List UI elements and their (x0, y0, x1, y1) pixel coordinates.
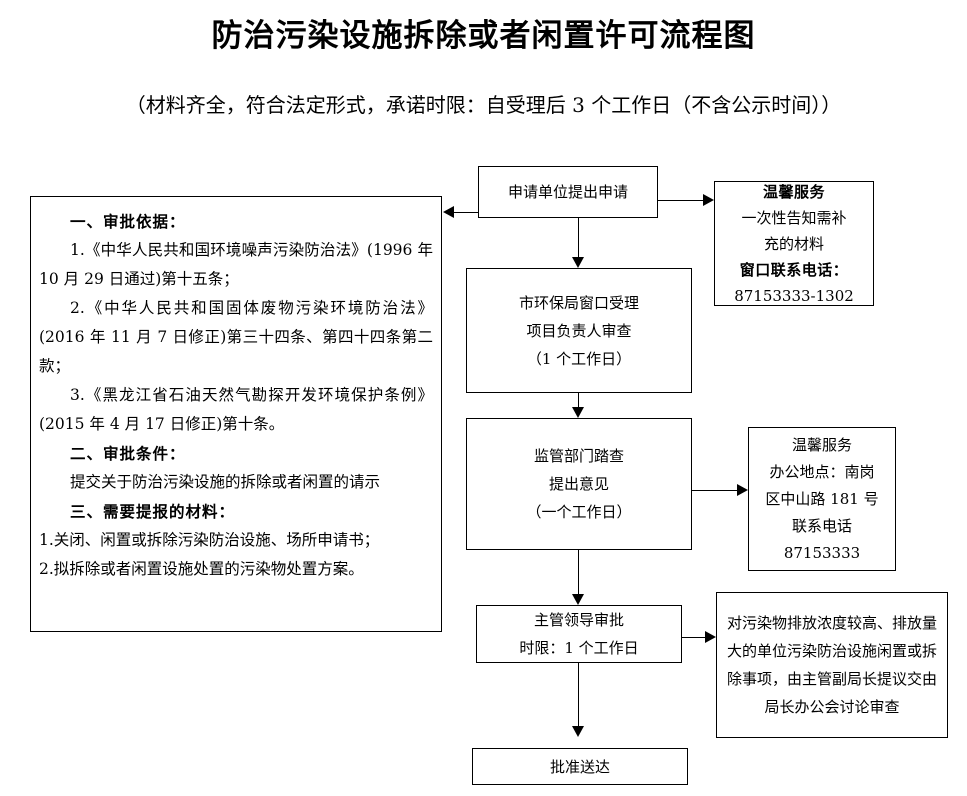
flow-node-apply: 申请单位提出申请 (478, 166, 658, 218)
service-office-title: 温馨服务 (791, 435, 852, 454)
service-window-title: 温馨服务 (762, 182, 825, 201)
connector-survey-to-service-office (692, 490, 737, 491)
connector-apply-to-service-window (658, 200, 703, 201)
material-item-1: 1.关闭、闲置或拆除污染防治设施、场所申请书； (39, 531, 380, 549)
special-review-note-box: 对污染物排放浓度较高、排放量大的单位污染防治设施闲置或拆除事项，由主管副局长提议… (716, 592, 948, 738)
arrowhead-leader-to-note (705, 631, 716, 643)
basis-item-2: 2.《中华人民共和国固体废物污染环境防治法》(2016 年 11 月 7 日修正… (39, 299, 433, 375)
service-window-line2: 充的材料 (763, 234, 824, 253)
arrowhead-survey-to-leader (572, 594, 584, 605)
connector-accept-to-survey (578, 393, 579, 407)
flow-node-survey-line1: 监管部门踏查 (533, 447, 624, 465)
flow-node-final-line1: 批准送达 (549, 757, 610, 776)
service-window-line1: 一次性告知需补 (741, 208, 847, 227)
flow-node-accept-line3: （1 个工作日） (526, 349, 632, 368)
service-office-box: 温馨服务 办公地点：南岗 区中山路 181 号 联系电话 87153333 (748, 427, 896, 571)
arrowhead-apply-to-accept (572, 257, 584, 268)
flow-node-accept-line2: 项目负责人审查 (526, 321, 632, 340)
service-office-phone-label: 联系电话 (791, 516, 852, 535)
flow-node-accept: 市环保局窗口受理 项目负责人审查 （1 个工作日） (466, 268, 692, 393)
flow-node-survey-line2: 提出意见 (548, 475, 609, 493)
conditions-text: 提交关于防治污染设施的拆除或者闲置的请示 (70, 473, 381, 491)
connector-survey-to-leader (578, 550, 579, 594)
arrowhead-apply-to-info (443, 206, 454, 218)
arrowhead-leader-to-final (572, 726, 584, 737)
section-heading-conditions: 二、审批条件： (70, 444, 186, 463)
service-window-box: 温馨服务 一次性告知需补 充的材料 窗口联系电话： 87153333-1302 (714, 181, 874, 306)
special-review-note-text: 对污染物排放浓度较高、排放量大的单位污染防治设施闲置或拆除事项，由主管副局长提议… (727, 614, 938, 716)
service-window-phone: 87153333-1302 (734, 286, 854, 305)
service-office-phone: 87153333 (783, 543, 861, 562)
flow-node-survey-line3: （一个工作日） (526, 503, 632, 521)
arrowhead-apply-to-service-window (703, 194, 714, 206)
flow-node-survey: 监管部门踏查 提出意见 （一个工作日） (466, 418, 692, 550)
connector-apply-to-info (454, 212, 478, 213)
approval-basis-panel: 一、审批依据： 1.《中华人民共和国环境噪声污染防治法》(1996 年 10 月… (30, 196, 442, 632)
service-office-line1: 办公地点：南岗 (769, 462, 875, 481)
basis-item-3: 3.《黑龙江省石油天然气勘探开发环境保护条例》(2015 年 4 月 17 日修… (39, 386, 433, 433)
flow-node-leader-approval: 主管领导审批 时限：1 个工作日 (476, 605, 682, 663)
flow-node-final-delivery: 批准送达 (472, 748, 688, 785)
arrowhead-survey-to-service-office (737, 484, 748, 496)
flow-node-apply-line1: 申请单位提出申请 (507, 183, 628, 201)
section-heading-basis: 一、审批依据： (70, 212, 186, 231)
flow-node-accept-line1: 市环保局窗口受理 (518, 293, 639, 312)
service-window-phone-label: 窗口联系电话： (739, 260, 849, 279)
connector-apply-to-accept (578, 218, 579, 257)
page-subtitle: （材料齐全，符合法定形式，承诺时限：自受理后 3 个工作日（不含公示时间）） (125, 93, 842, 117)
material-item-2: 2.拟拆除或者闲置设施处置的污染物处置方案。 (39, 560, 364, 578)
basis-item-1: 1.《中华人民共和国环境噪声污染防治法》(1996 年 10 月 29 日通过)… (39, 241, 433, 288)
page-title: 防治污染设施拆除或者闲置许可流程图 (211, 18, 756, 54)
service-office-line2: 区中山路 181 号 (765, 489, 879, 508)
connector-leader-to-note (682, 637, 705, 638)
flow-node-leader-line2: 时限：1 个工作日 (519, 639, 639, 657)
arrowhead-accept-to-survey (572, 407, 584, 418)
section-heading-materials: 三、需要提报的材料： (70, 502, 236, 521)
flow-node-leader-line1: 主管领导审批 (533, 611, 624, 629)
connector-leader-to-final (578, 663, 579, 726)
